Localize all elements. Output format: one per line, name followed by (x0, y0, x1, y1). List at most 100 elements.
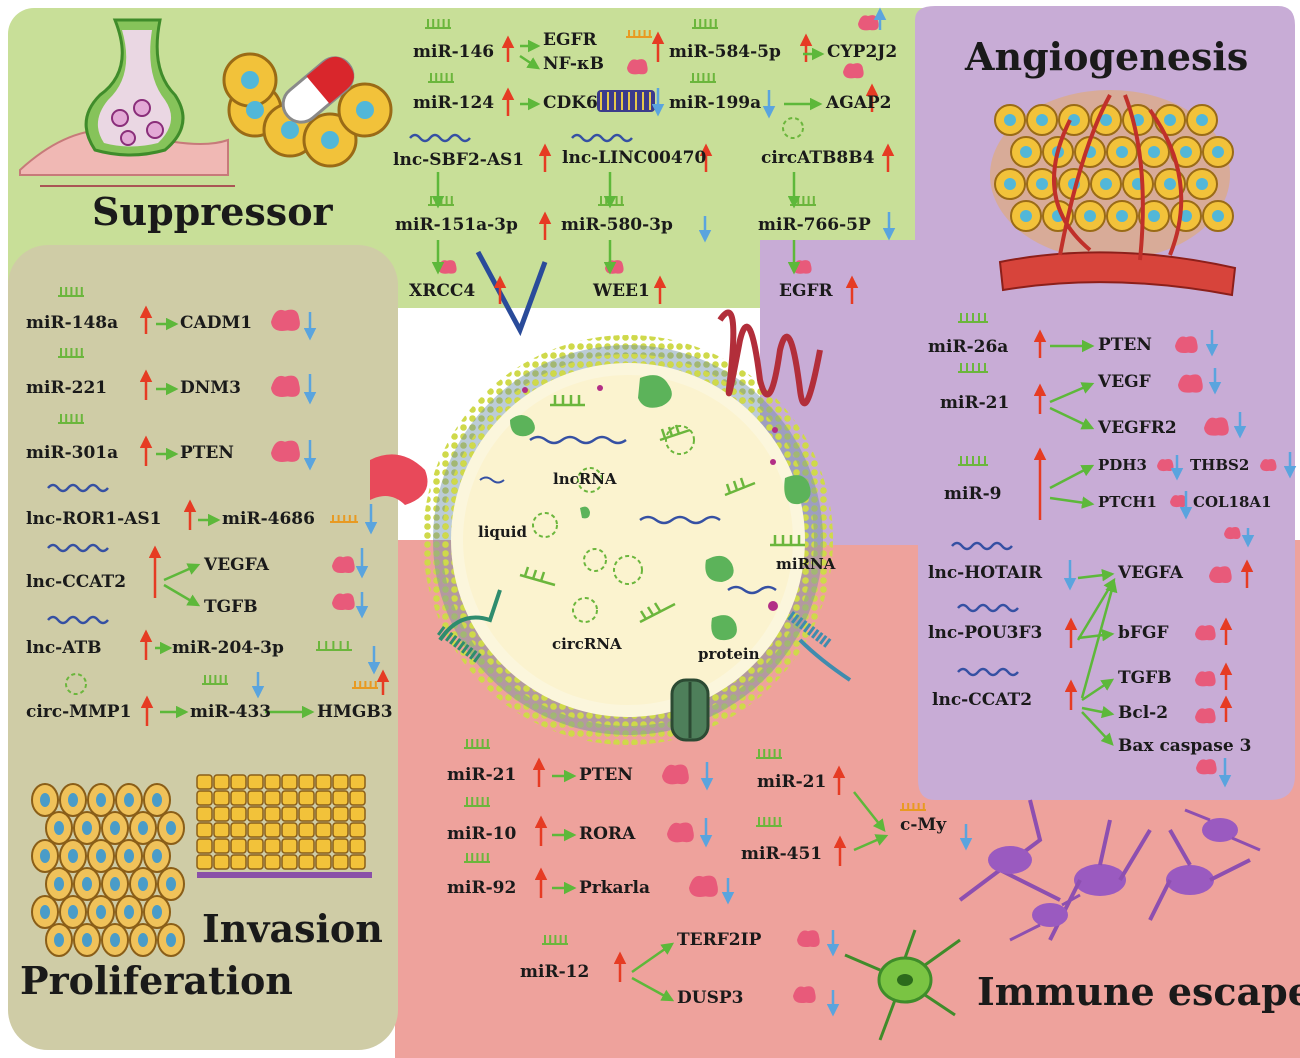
tumor-nucleus-0-6 (1196, 114, 1208, 126)
protein-icon-1 (858, 15, 879, 31)
protein-icon-21 (1195, 708, 1216, 724)
invade-cell-4-6 (298, 838, 315, 854)
mirna-icon-13 (958, 363, 988, 373)
invade-cell-0-1 (213, 774, 230, 790)
mirna-icon-19 (756, 749, 782, 759)
protein-icon-11 (1175, 336, 1198, 354)
protein-icon-5 (793, 260, 812, 274)
pro-lnc-ror1: lnc-ROR1-AS1 (26, 509, 162, 529)
immune-cells-illustration (844, 799, 1261, 1041)
invade-cell-2-7 (315, 806, 332, 822)
flow-arrow-37 (631, 942, 675, 974)
prolif-nucleus-2-4 (152, 849, 162, 863)
protein-icon-19 (1195, 625, 1216, 641)
protein-icon-22 (1196, 759, 1217, 775)
invade-cell-1-9 (349, 790, 366, 806)
pro-mir204: miR-204-3p (172, 638, 284, 658)
flow-arrow-28 (1080, 579, 1118, 699)
mirna-icon-18 (542, 935, 568, 945)
lncrna-icon-4 (47, 615, 109, 625)
flow-arrow-15 (163, 563, 201, 582)
invade-cell-0-7 (315, 774, 332, 790)
invade-cell-2-5 (281, 806, 298, 822)
prolif-nucleus-0-0 (40, 793, 50, 807)
prolif-nucleus-1-3 (138, 821, 148, 835)
invade-cell-0-8 (332, 774, 349, 790)
imm-cmy: c-My (900, 815, 947, 835)
tumor-nucleus-1-0 (1020, 146, 1032, 158)
prolif-nucleus-1-0 (54, 821, 64, 835)
prolif-nucleus-4-4 (152, 905, 162, 919)
prolif-nucleus-1-1 (82, 821, 92, 835)
imm-mir12: miR-12 (520, 962, 590, 982)
invade-cell-2-3 (247, 806, 264, 822)
ang-tgfb: TGFB (1118, 668, 1172, 688)
flow-arrow-29 (1081, 678, 1115, 702)
target-rna-icon-0 (626, 30, 652, 38)
invade-cell-5-0 (196, 854, 213, 870)
tumor-nucleus-2-0 (1004, 178, 1016, 190)
imm-mir10: miR-10 (447, 824, 517, 844)
invade-cell-1-1 (213, 790, 230, 806)
flow-arrow-25 (1077, 568, 1115, 582)
exo-liquid-label: liquid (478, 523, 527, 541)
flow-arrow-1 (519, 54, 541, 70)
sup-mir580: miR-580-3p (561, 215, 673, 235)
protein-icon-25 (689, 875, 718, 897)
invade-cell-5-9 (349, 854, 366, 870)
exosome (370, 250, 852, 745)
invade-cell-2-0 (196, 806, 213, 822)
sup-egfr2: EGFR (779, 281, 833, 301)
protein-icon-16 (1170, 494, 1187, 508)
sup-mir146: miR-146 (413, 42, 495, 62)
flow-arrow-35 (853, 791, 886, 832)
protein-icon-13 (1204, 417, 1229, 436)
tumor-nucleus-3-4 (1148, 210, 1160, 222)
invade-cell-0-4 (264, 774, 281, 790)
mirna-icon-17 (464, 853, 490, 863)
mirna-icon-12 (958, 313, 988, 323)
title-suppressor: Suppressor (92, 189, 333, 234)
invade-cell-3-8 (332, 822, 349, 838)
flow-arrow-16 (163, 583, 201, 607)
imm-dusp3: DUSP3 (677, 988, 744, 1008)
protein-icon-15 (1260, 458, 1277, 472)
pro-hmgb3: HMGB3 (317, 702, 393, 722)
ang-thbs2: THBS2 (1190, 456, 1250, 474)
synapse-illustration (19, 18, 235, 187)
tumor-nucleus-3-6 (1212, 210, 1224, 222)
sup-mir584: miR-584-5p (669, 42, 781, 62)
invade-cell-2-1 (213, 806, 230, 822)
tumor-nucleus-3-5 (1180, 210, 1192, 222)
invade-cell-4-2 (230, 838, 247, 854)
invade-cell-1-3 (247, 790, 264, 806)
invade-cell-0-2 (230, 774, 247, 790)
mirna-icon-8 (58, 348, 84, 358)
pro-mir221: miR-221 (26, 378, 108, 398)
invade-cell-3-2 (230, 822, 247, 838)
invade-cell-5-5 (281, 854, 298, 870)
ang-vegfa: VEGFA (1118, 563, 1183, 583)
ang-ptch1: PTCH1 (1098, 493, 1157, 511)
prolif-nucleus-4-2 (96, 905, 106, 919)
dna-icon (597, 90, 655, 112)
invade-cell-5-4 (264, 854, 281, 870)
protein-icon-26 (797, 930, 820, 948)
invade-cell-0-6 (298, 774, 315, 790)
flow-arrow-22 (1049, 406, 1095, 430)
tumor-nucleus-0-2 (1068, 114, 1080, 126)
mirna-icon-2 (428, 73, 454, 83)
tumor-nucleus-2-1 (1036, 178, 1048, 190)
tumor-nucleus-3-0 (1020, 210, 1032, 222)
invade-cell-3-1 (213, 822, 230, 838)
pro-lnc-atb: lnc-ATB (26, 638, 102, 658)
mirna-icon-7 (58, 287, 84, 297)
pro-pten: PTEN (180, 443, 234, 463)
prolif-nucleus-4-0 (40, 905, 50, 919)
imm-prkarla: Prkarla (579, 878, 650, 898)
protein-icon-10 (332, 593, 355, 611)
flow-arrow-21 (1049, 382, 1095, 404)
prolif-nucleus-5-4 (166, 933, 176, 947)
